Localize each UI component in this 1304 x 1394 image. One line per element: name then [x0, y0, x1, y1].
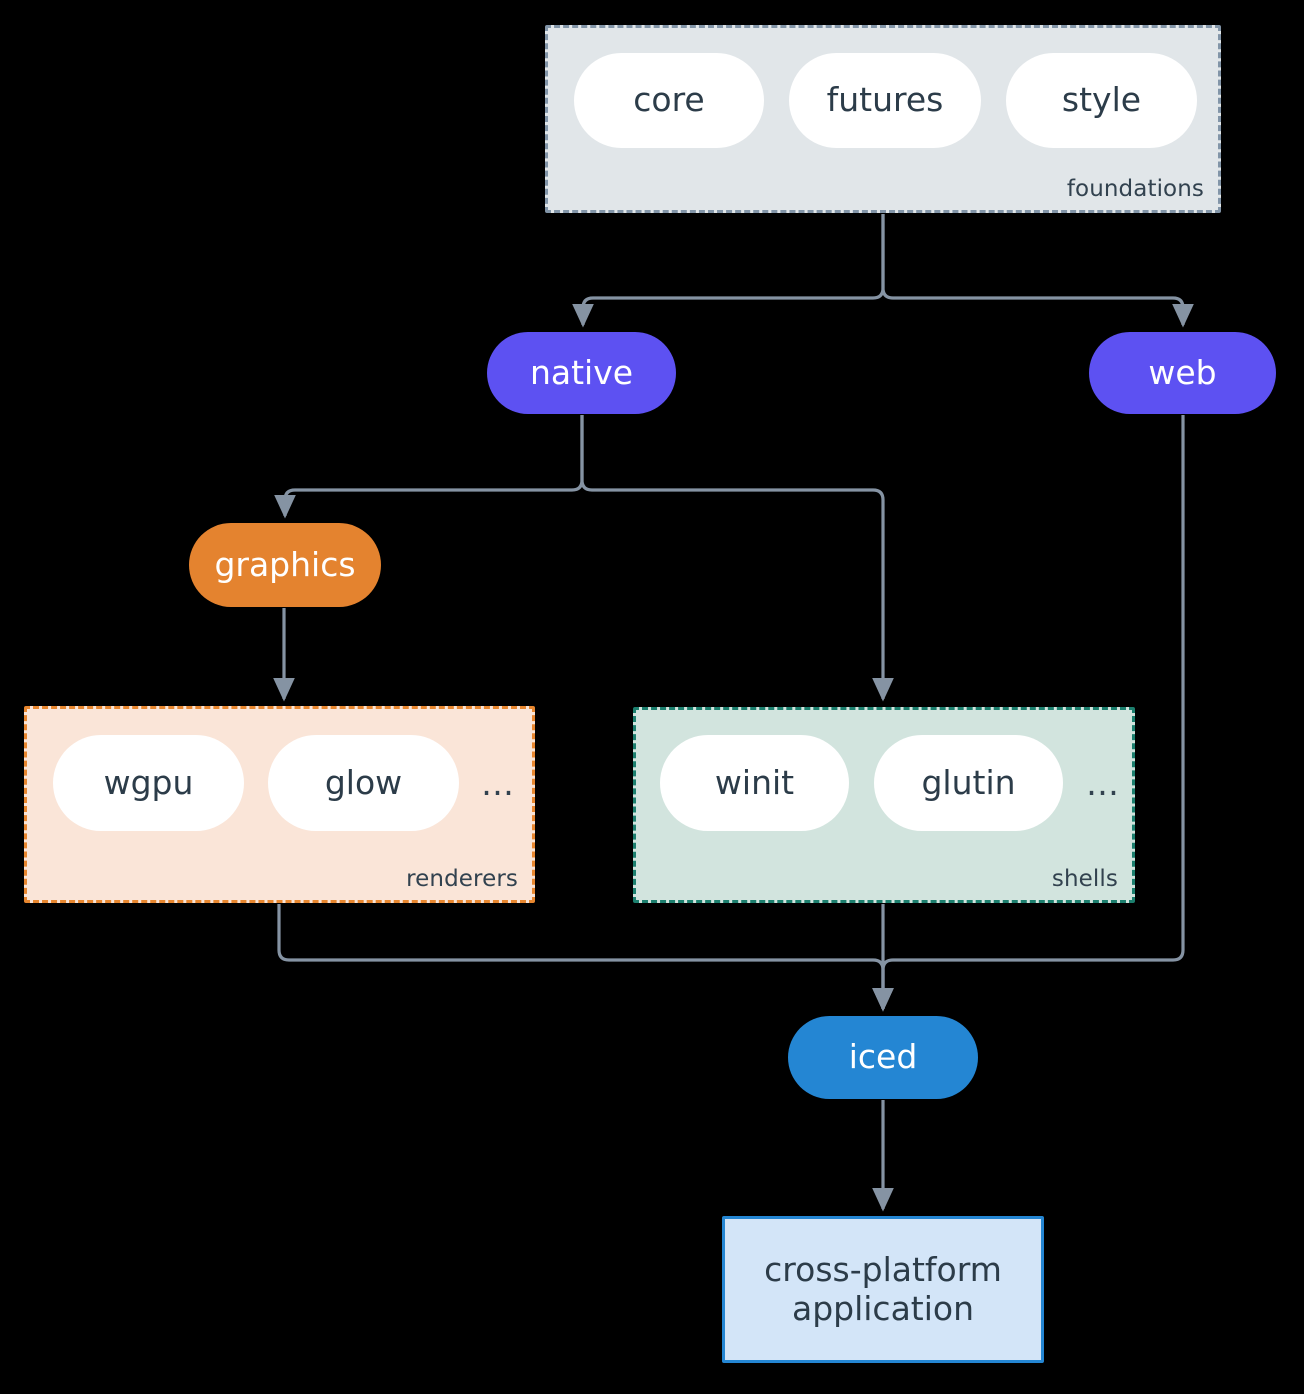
node-web[interactable]: web [1089, 332, 1276, 414]
cluster-renderers-label: renderers [406, 866, 518, 892]
cluster-renderers: wgpu glow … renderers [24, 706, 535, 903]
cluster-foundations: core futures style foundations [545, 25, 1221, 213]
renderers-ellipsis: … [481, 763, 515, 803]
node-futures[interactable]: futures [789, 53, 981, 148]
node-style[interactable]: style [1006, 53, 1197, 148]
node-wgpu-label: wgpu [103, 762, 194, 802]
node-wgpu[interactable]: wgpu [53, 735, 244, 831]
node-graphics-label: graphics [214, 544, 356, 584]
node-native-label: native [529, 352, 634, 392]
node-glutin[interactable]: glutin [874, 735, 1063, 831]
node-core-label: core [633, 80, 705, 120]
node-glutin-label: glutin [921, 762, 1016, 802]
node-graphics[interactable]: graphics [189, 523, 381, 607]
node-glow[interactable]: glow [268, 735, 459, 831]
node-futures-label: futures [826, 80, 944, 120]
cluster-shells: winit glutin … shells [633, 707, 1135, 903]
edge-native-to-graphics [274, 415, 584, 519]
node-core[interactable]: core [574, 53, 764, 148]
node-web-label: web [1148, 352, 1217, 392]
cluster-foundations-label: foundations [1066, 176, 1204, 202]
node-native[interactable]: native [487, 332, 676, 414]
node-iced[interactable]: iced [788, 1016, 978, 1099]
edge-renderers-to-iced [277, 904, 894, 1012]
application-label-line-2: application [791, 1288, 975, 1328]
node-cross-platform-application[interactable]: cross-platform application [722, 1216, 1044, 1363]
edge-native-to-shells [580, 415, 894, 702]
edge-foundations-to-web [881, 214, 1194, 328]
node-glow-label: glow [324, 762, 403, 802]
node-iced-label: iced [848, 1037, 918, 1077]
edge-foundations-to-native [572, 214, 885, 328]
node-style-label: style [1061, 80, 1142, 120]
shells-ellipsis: … [1086, 763, 1120, 803]
node-winit-label: winit [714, 762, 795, 802]
cluster-shells-label: shells [1051, 866, 1118, 892]
node-winit[interactable]: winit [660, 735, 849, 831]
application-label-line-1: cross-platform [764, 1249, 1002, 1289]
